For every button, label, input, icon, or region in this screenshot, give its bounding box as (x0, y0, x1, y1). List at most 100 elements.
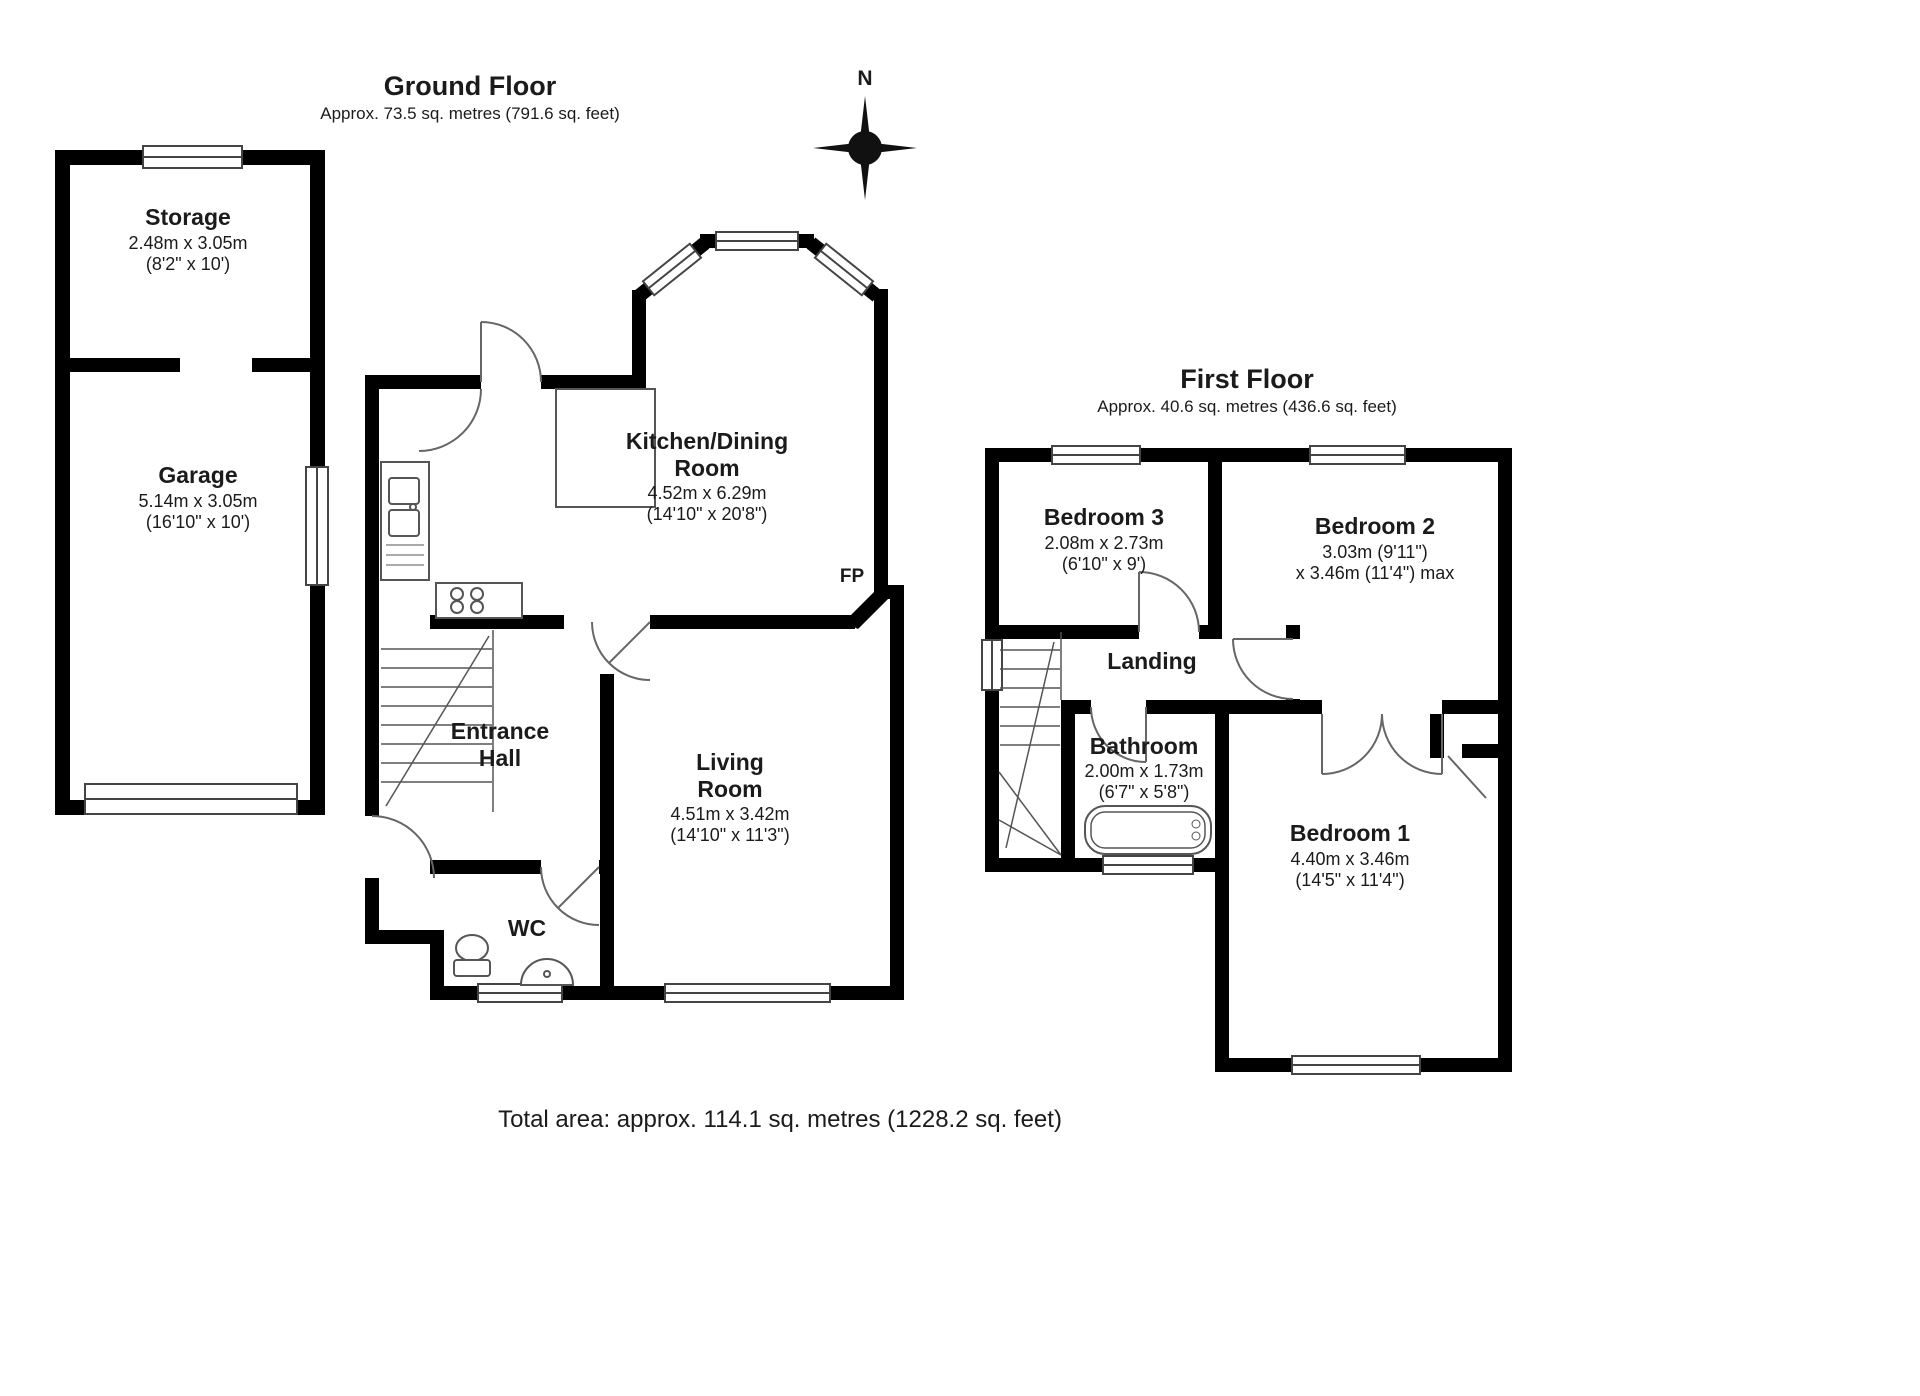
ground-floor-subtitle: Approx. 73.5 sq. metres (791.6 sq. feet) (320, 104, 620, 123)
wc-basin (519, 958, 575, 986)
stair-direction-line (385, 635, 490, 807)
garage-dims-metric: 5.14m x 3.05m (138, 491, 258, 511)
kitchen-hob (435, 582, 523, 619)
bay-window-top (715, 231, 799, 251)
bathroom-window (1102, 855, 1194, 875)
living-room-label-line2: Room (697, 776, 763, 802)
bedroom1-dims-metric: 4.40m x 3.46m (1290, 849, 1410, 869)
storage-room-label: Storage (145, 204, 231, 230)
wall-segment (1498, 448, 1512, 1072)
compass-rose (813, 96, 917, 200)
stair-direction-line (1005, 641, 1055, 849)
wall-segment (1286, 625, 1300, 639)
wall-segment (999, 625, 1139, 639)
bathroom-dims-imperial: (6'7" x 5'8") (1098, 782, 1190, 802)
bedroom1-window (1291, 1055, 1421, 1075)
storage-dims-imperial: (8'2" x 10') (145, 254, 231, 274)
bathtub (1084, 805, 1212, 855)
total-area-text: Total area: approx. 114.1 sq. metres (12… (498, 1106, 1062, 1133)
fireplace-chimney-wall (844, 592, 888, 629)
bedroom1-door-arc-left (1321, 713, 1383, 775)
wall-segment (890, 585, 904, 1000)
first-floor-stairs (998, 632, 1062, 856)
bay-window-left (641, 242, 703, 297)
bedroom3-window (1051, 445, 1141, 465)
kitchen-counter-unit (555, 388, 656, 508)
wc-toilet (453, 934, 491, 977)
wall-segment (1215, 700, 1229, 1072)
stair-winder (998, 819, 1062, 856)
fireplace-label: FP (839, 566, 865, 587)
hob-burner (470, 600, 484, 614)
garage-door (84, 783, 298, 815)
bedroom2-dims-imperial: x 3.46m (11'4") max (1295, 563, 1455, 583)
sink-tap (409, 503, 417, 511)
wall-segment (1146, 700, 1215, 714)
ground-floor-doors (371, 321, 651, 926)
wall-segment (600, 674, 614, 1000)
wall-segment (430, 930, 444, 1000)
wall-segment (1061, 700, 1075, 858)
wall-segment (430, 860, 541, 874)
wall-segment (650, 615, 855, 629)
wall-segment (1208, 462, 1222, 630)
entrance-hall-label-line1: Entrance (450, 718, 550, 744)
wall-segment (599, 860, 614, 874)
bedroom3-room-label: Bedroom 3 (1043, 504, 1165, 530)
kitchen-dims-imperial: (14'10" x 20'8") (646, 504, 768, 524)
ground-floor-stairs (381, 630, 494, 812)
ground-floor-title: Ground Floor (383, 71, 557, 101)
landing-window (981, 639, 1003, 691)
kitchen-inner-door-arc (418, 388, 482, 452)
wall-segment (365, 878, 379, 944)
bath-tap (1191, 819, 1201, 829)
bedroom2-dims-metric: 3.03m (9'11") (1322, 542, 1428, 562)
wall-segment (874, 289, 888, 599)
compass-center (848, 131, 882, 165)
kitchen-room-label-line2: Room (674, 455, 740, 481)
bedroom3-door-arc (1138, 571, 1200, 633)
living-room-door-leaf (608, 621, 651, 664)
storage-dims-metric: 2.48m x 3.05m (128, 233, 248, 253)
first-floor-doors (1090, 571, 1487, 799)
bedroom2-door-arc (1232, 638, 1294, 700)
closet-wall-segment (1462, 744, 1512, 758)
bedroom1-door-arc-right (1381, 713, 1443, 775)
wall-segment (55, 150, 70, 815)
hob-burner (450, 600, 464, 614)
ground-floor-walls (365, 289, 904, 1000)
entrance-hall-label-line2: Hall (478, 745, 522, 771)
wall-segment (252, 358, 310, 372)
first-floor-title: First Floor (1180, 364, 1314, 394)
stair-winder (998, 771, 1062, 856)
wc-door-leaf (557, 866, 600, 909)
bathroom-room-label: Bathroom (1089, 733, 1199, 759)
wall-segment (70, 358, 180, 372)
bathroom-door-arc (1090, 706, 1147, 763)
garage-room-label: Garage (158, 462, 238, 488)
hob-burner (470, 587, 484, 601)
first-floor-subtitle: Approx. 40.6 sq. metres (436.6 sq. feet) (1097, 397, 1397, 416)
compass-north-label: N (857, 67, 873, 90)
wall-segment (1215, 700, 1322, 714)
bedroom1-room-label: Bedroom 1 (1289, 820, 1411, 846)
wall-segment (365, 375, 481, 389)
wc-room-label: WC (507, 915, 547, 941)
living-room-dims-metric: 4.51m x 3.42m (670, 804, 790, 824)
garage-window-right (305, 466, 329, 586)
bedroom2-window (1309, 445, 1406, 465)
kitchen-room-label-line1: Kitchen/Dining (625, 428, 789, 454)
closet-wall-segment (1430, 714, 1444, 758)
bedroom2-room-label: Bedroom 2 (1314, 513, 1436, 539)
garage-dims-imperial: (16'10" x 10') (145, 512, 251, 532)
front-door-arc (371, 815, 435, 879)
bath-tap (1191, 831, 1201, 841)
basin-tap (543, 970, 551, 978)
wall-segment (365, 375, 379, 816)
wall-segment (1199, 625, 1222, 639)
wall-segment (632, 290, 646, 389)
storage-window-top (142, 145, 243, 169)
living-room-label-line1: Living (696, 749, 764, 775)
